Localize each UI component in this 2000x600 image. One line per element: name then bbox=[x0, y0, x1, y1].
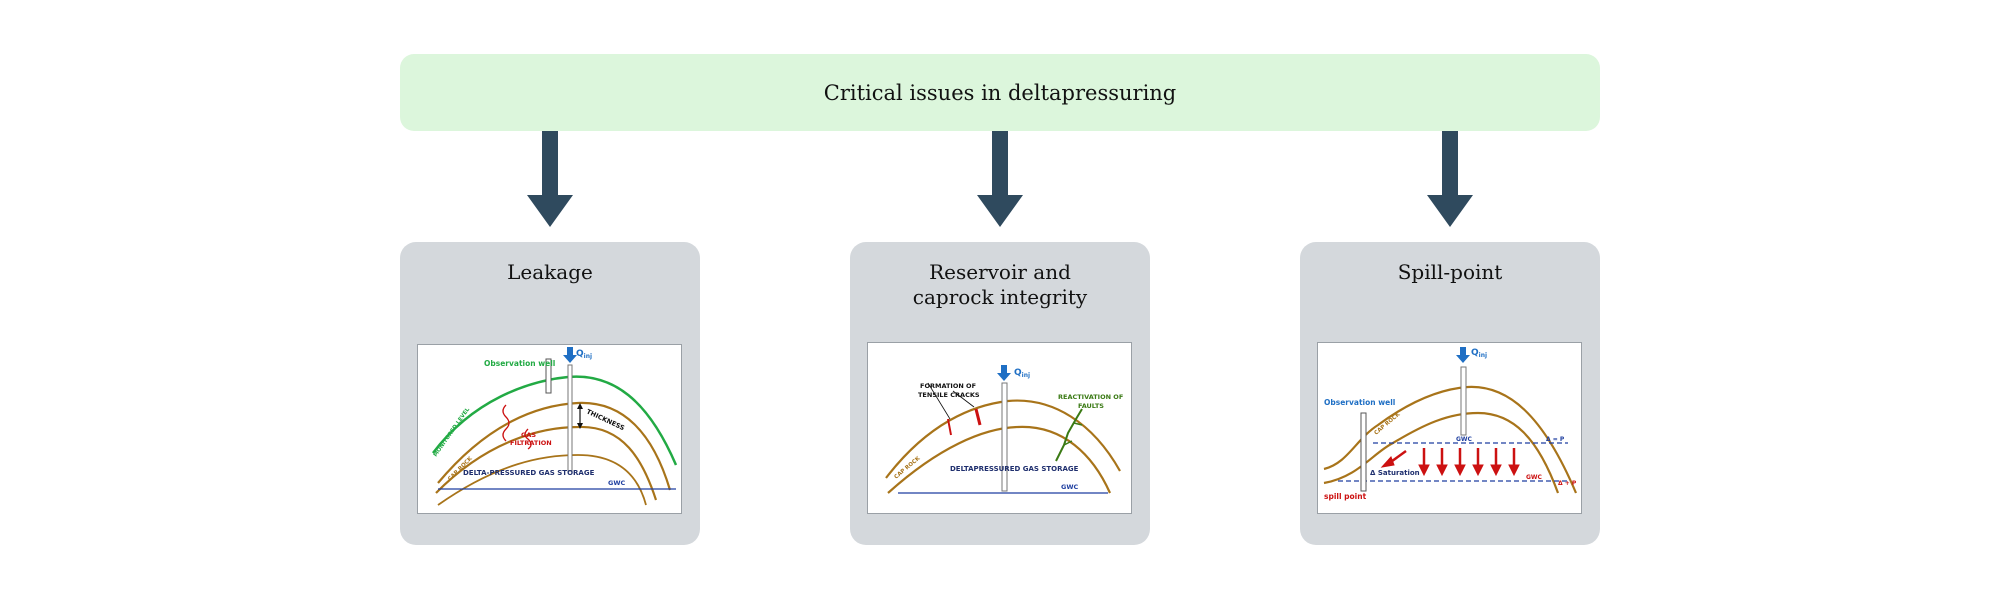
down-arrow-3 bbox=[1427, 131, 1473, 227]
card-title: Spill-point bbox=[1397, 260, 1503, 284]
spill-point-figure: Qinj Observation well CAP ROCK GWC Δ = P… bbox=[1317, 342, 1582, 514]
card-title: Reservoir and caprock integrity bbox=[912, 260, 1088, 309]
q-inj-label: Qinj bbox=[576, 349, 592, 360]
p-top-label: Δ = P bbox=[1546, 436, 1565, 443]
tensile-label-1: FORMATION OF bbox=[920, 382, 976, 390]
spill-point-label: spill point bbox=[1324, 492, 1367, 501]
reservoir-figure: Qinj FORMATION OF TENSILE CRACKS REACTIV… bbox=[867, 342, 1132, 514]
saturation-label: Δ Saturation bbox=[1370, 469, 1420, 477]
q-inj-label: Qinj bbox=[1014, 368, 1030, 379]
monitored-level-label: MONITORED LEVEL bbox=[433, 406, 472, 458]
observation-well-label: Observation well bbox=[1324, 398, 1395, 407]
gwc-label: GWC bbox=[608, 479, 626, 487]
gas-label: GAS bbox=[521, 431, 536, 439]
tensile-label-2: TENSILE CRACKS bbox=[918, 391, 980, 399]
gwc-bottom-label: GWC bbox=[1526, 474, 1543, 481]
faults-label-2: FAULTS bbox=[1078, 402, 1104, 410]
down-arrow-1 bbox=[527, 131, 573, 227]
storage-label: DELTAPRESSURED GAS STORAGE bbox=[950, 465, 1079, 473]
card-spill-point: Spill-point Qinj bbox=[1300, 242, 1600, 545]
gwc-label: GWC bbox=[1061, 483, 1079, 491]
top-box: Critical issues in deltapressuring bbox=[400, 54, 1600, 131]
leakage-figure: Observation well Qinj THICKNESS GAS FILT… bbox=[417, 344, 682, 514]
filtration-label: FILTRATION bbox=[510, 439, 552, 447]
diagram-title: Critical issues in deltapressuring bbox=[823, 80, 1177, 105]
storage-label: DELTA-PRESSURED GAS STORAGE bbox=[463, 469, 595, 477]
p-bottom-label: Δ + P bbox=[1558, 480, 1577, 487]
card-title: Leakage bbox=[507, 260, 593, 284]
observation-well-label: Observation well bbox=[484, 359, 555, 368]
faults-label-1: REACTIVATION OF bbox=[1058, 393, 1123, 401]
card-reservoir-caprock: Reservoir and caprock integrity Qinj FOR… bbox=[850, 242, 1150, 545]
gwc-top-label: GWC bbox=[1456, 436, 1473, 443]
q-inj-label: Qinj bbox=[1471, 348, 1487, 359]
card-leakage: Leakage Observation well Qinj THIC bbox=[400, 242, 700, 545]
down-arrow-2 bbox=[977, 131, 1023, 227]
